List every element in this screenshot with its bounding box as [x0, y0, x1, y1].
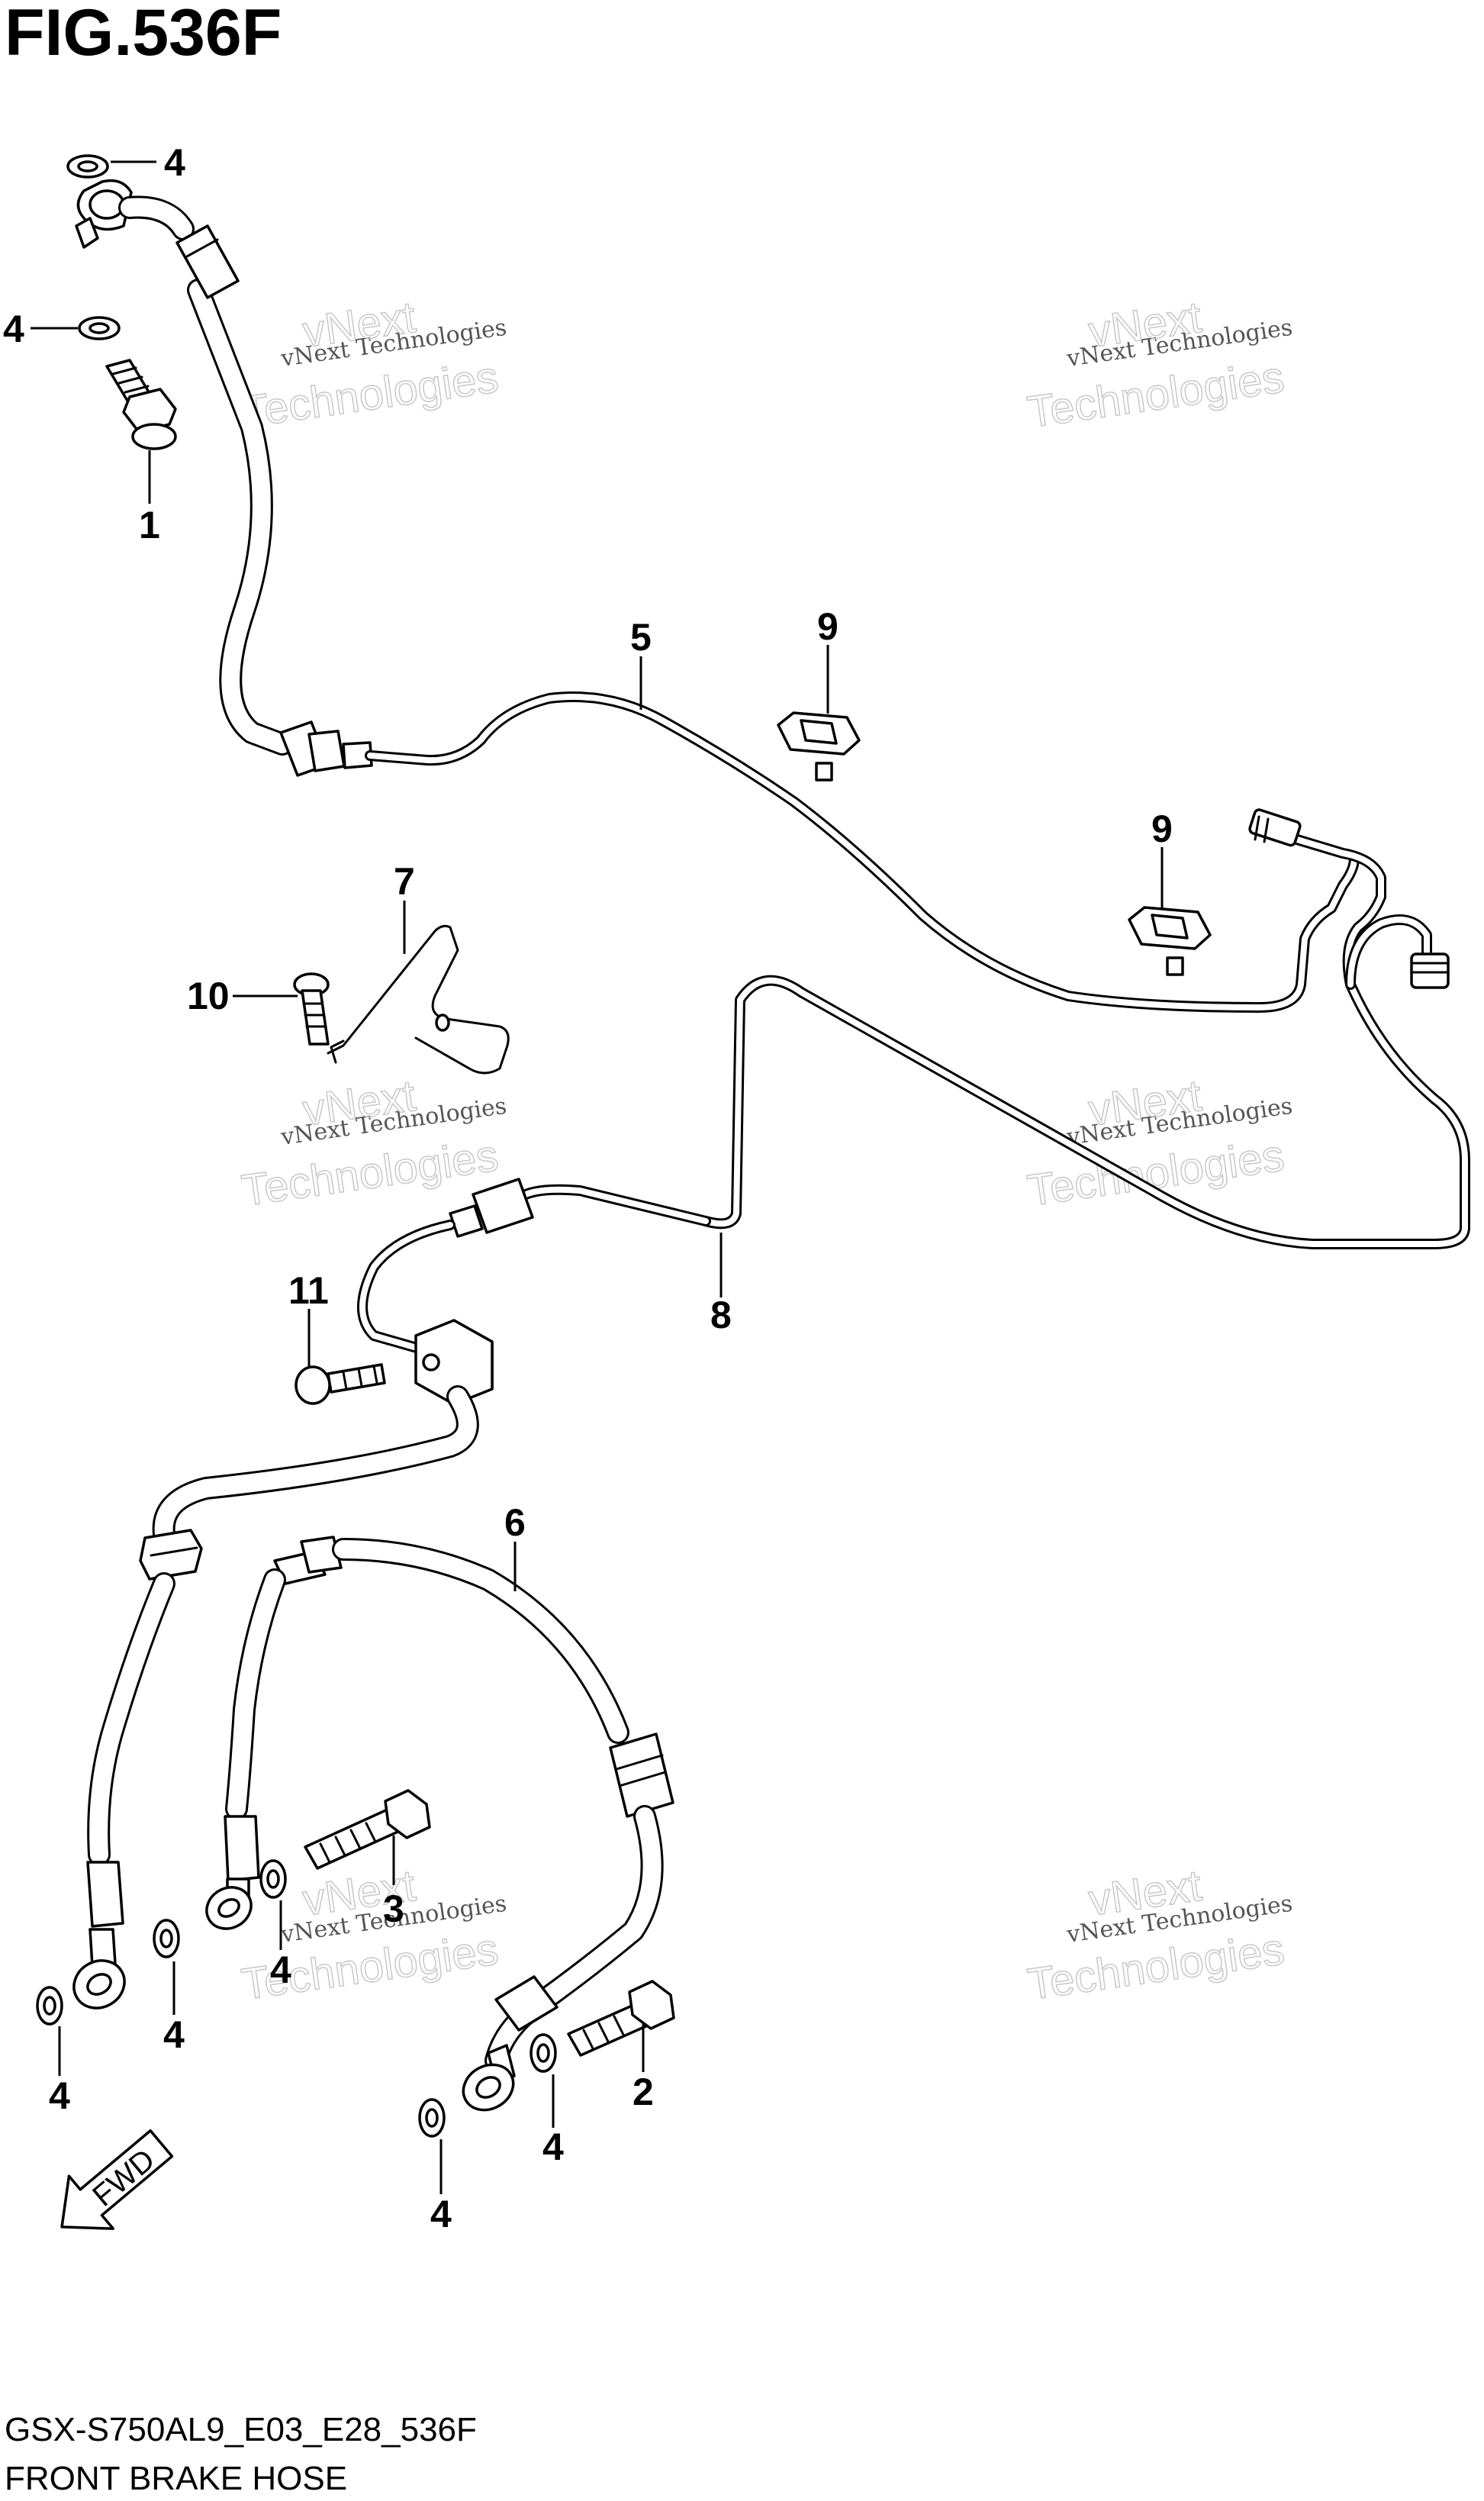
- bolt-10: [293, 972, 330, 1046]
- lower-brake-pipe: [152, 1178, 711, 1545]
- upper-brake-hose: [75, 179, 1470, 1249]
- upper-banjo-fitting: [75, 179, 195, 249]
- bracket-7: [327, 924, 510, 1075]
- callout-4: 4: [164, 141, 185, 184]
- part6-hose-sleeve: [609, 1732, 674, 1818]
- callout-4: 4: [49, 2074, 70, 2117]
- callout-4: 4: [542, 2126, 564, 2168]
- left-hose-fitting-top: [139, 1529, 203, 1581]
- washer-4-a: [66, 154, 109, 179]
- callout-11: 11: [288, 1269, 329, 1312]
- callout-1: 1: [139, 504, 160, 546]
- callout-8: 8: [710, 1294, 732, 1336]
- washer-4-e: [259, 1859, 287, 1899]
- banjo-bolt-1: [105, 359, 177, 450]
- watermark-large-line2: Technologies: [239, 352, 501, 437]
- upper-hose-joint: [279, 720, 373, 777]
- callout-7: 7: [394, 860, 415, 903]
- left-hose-sleeve-bottom: [86, 1861, 124, 1928]
- washer-4-c: [36, 1986, 63, 2026]
- watermark-mid-left: vNext Technologies vNext Technologies: [238, 1070, 508, 1217]
- callout-2: 2: [633, 2071, 654, 2113]
- watermark-top-left: vNext Technologies vNext Technologies: [238, 292, 508, 438]
- washer-4-g: [418, 2098, 446, 2138]
- watermark-top-right: vNext Technologies vNext Technologies: [1024, 292, 1294, 438]
- center-hose-sleeve: [224, 1815, 260, 1882]
- left-caliper-hose: [72, 1529, 203, 2010]
- callout-5: 5: [630, 616, 652, 659]
- callout-9: 9: [817, 605, 839, 648]
- callout-4: 4: [430, 2193, 452, 2235]
- figure-caption: FRONT BRAKE HOSE: [5, 2460, 347, 2497]
- forward-arrow: FWD: [60, 2129, 174, 2230]
- watermark-large-line2: Technologies: [1025, 1924, 1287, 2009]
- pipe-end-fitting-b: [1345, 914, 1450, 990]
- washer-4-b: [78, 316, 121, 340]
- bolt-11: [295, 1363, 386, 1405]
- callout-labels: 4 4 1 5 9 9 7 10 8 11 6 4 4 4 3 4 2 4: [3, 141, 1173, 2235]
- callout-6: 6: [504, 1501, 526, 1544]
- part6-sleeve-lower: [494, 1975, 559, 2032]
- figure-title: FIG.536F: [5, 0, 282, 69]
- hose-junction-block: [414, 1319, 494, 1406]
- watermark-bottom-right: vNext Technologies vNext Technologies: [1024, 1860, 1294, 2010]
- watermark-group: vNext Technologies vNext Technologies vN…: [238, 292, 1294, 2010]
- center-banjo-end: [205, 1877, 253, 1930]
- callout-4: 4: [270, 1948, 291, 1991]
- callout-9: 9: [1151, 807, 1173, 850]
- part6-brake-hose: [205, 1536, 674, 2112]
- clamp-9-upper: [777, 711, 861, 782]
- upper-hose-sleeve: [175, 224, 240, 299]
- part6-banjo-end: [462, 2044, 516, 2112]
- banjo-bolt-2: [567, 1980, 675, 2057]
- washer-4-d: [153, 1919, 180, 1958]
- left-banjo-end: [72, 1928, 126, 2010]
- watermark-large-line2: Technologies: [1025, 352, 1287, 437]
- clamp-9-lower: [1128, 906, 1212, 976]
- leader-lines: [31, 160, 1164, 2194]
- callout-3: 3: [383, 1887, 404, 1930]
- middle-hose-joint: [449, 1178, 534, 1238]
- callout-10: 10: [187, 975, 230, 1017]
- watermark-large-line2: Technologies: [239, 1130, 501, 1215]
- model-code: GSX-S750AL9_E03_E28_536F: [5, 2411, 477, 2448]
- pipe-end-fitting-a: [1248, 808, 1302, 847]
- banjo-bolt-3: [304, 1789, 431, 1870]
- callout-4: 4: [163, 2013, 185, 2056]
- callout-4: 4: [3, 308, 24, 350]
- washer-4-f: [530, 2033, 557, 2073]
